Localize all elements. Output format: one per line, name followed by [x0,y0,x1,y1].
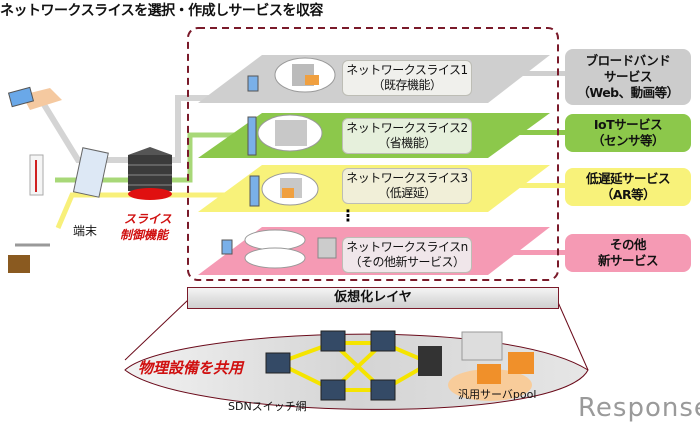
service-1-line1: ブロードバンド [585,53,671,68]
slice-label-1: ネットワークスライス1 （既存機能） [342,60,472,96]
switch-icon-3 [370,330,396,352]
link-service3 [470,183,570,188]
cloud-icon-slice2 [257,114,323,152]
zoom-line-right [556,299,589,371]
smartphone-hand-icon [7,86,62,110]
service-1-line3: （Web、動画等） [577,85,679,100]
service-box-iot: IoTサービス （センサ等） [565,114,691,152]
phone-icon-slice2 [247,116,257,156]
service-box-low-latency: 低遅延サービス （AR等） [565,168,691,206]
slice-control-server-icon [128,147,172,200]
phone-icon-slice3 [249,175,260,207]
slice-4-sub: （その他新サービス） [349,255,465,269]
service-2-line1: IoTサービス [593,117,663,132]
storage-icon-2 [508,352,534,374]
switch-icon-4 [320,379,346,401]
ar-image-icon [8,255,30,273]
cloud-icon-slice1 [274,57,336,93]
phone-icon-slice4 [221,239,233,255]
slice-label-2: ネットワークスライス2 （省機能） [342,118,472,154]
slice-label-4: ネットワークスライスn （その他新サービス） [342,237,472,273]
slice-3-sub: （低遅延） [378,186,436,200]
shared-physical-label: 物理設備を共用 [138,359,244,377]
zoom-line-left [124,299,189,361]
link-service2 [470,130,570,135]
service-4-line1: その他 [609,237,647,252]
service-4-line2: 新サービス [597,253,659,268]
service-3-line2: （AR等） [600,187,656,202]
thermometer-icon [29,154,44,196]
server-pool-label: 汎用サーバpool [458,388,537,401]
terminal-phone-icon [72,147,109,198]
slice-4-name: ネットワークスライスn [346,240,468,254]
switch-icon-5 [370,379,396,401]
cloud-icon-slice4 [244,229,337,269]
slice-1-sub: （既存機能） [372,78,442,92]
rack-server-icon [418,346,442,376]
service-1-line2: サービス [603,69,653,84]
slice-2-sub: （省機能） [378,136,436,150]
slice-3-name: ネットワークスライス3 [346,171,468,185]
slice-control-label-line2: 制御機能 [120,228,169,242]
phone-icon-slice1 [247,75,259,92]
diagram-title: ネットワークスライスを選択・作成しサービスを収容 [0,3,323,19]
server-pool-area [448,369,532,401]
service-box-broadband: ブロードバンド サービス （Web、動画等） [565,49,691,105]
slice-1-name: ネットワークスライス1 [346,63,468,77]
service-2-line2: （センサ等） [591,133,665,148]
service-3-line1: 低遅延サービス [585,171,671,186]
response-watermark: Response. [578,393,700,423]
switch-icon-1 [265,352,291,374]
slice-control-label-line1: スライス [124,212,172,226]
slice-2-name: ネットワークスライス2 [346,121,468,135]
pool-server-icon [461,331,503,361]
switch-icon-2 [320,330,346,352]
storage-icon-1 [477,364,501,384]
slice-group-border [187,27,559,281]
virtualization-layer-bar: 仮想化レイヤ [187,287,559,309]
link-service4 [470,250,570,255]
terminal-label: 端末 [73,224,98,238]
slice-label-3: ネットワークスライス3 （低遅延） [342,168,472,204]
sdn-switch-label: SDNスイッチ網 [228,400,307,413]
link-service1 [470,71,570,76]
cloud-icon-slice3 [261,172,319,206]
connector-slice1 [37,95,246,163]
more-slices-ellipsis: ⋮ [340,206,356,225]
service-box-other: その他 新サービス [565,234,691,272]
